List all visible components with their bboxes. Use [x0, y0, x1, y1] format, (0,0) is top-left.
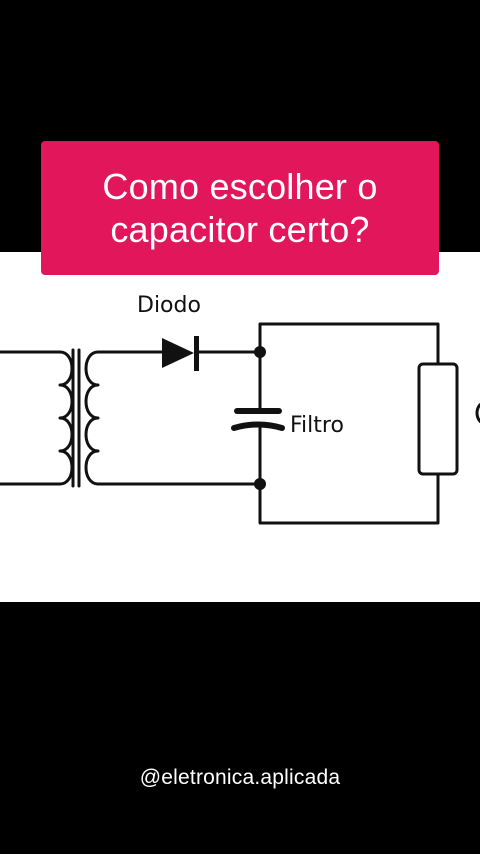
creator-handle: @eletronica.aplicada	[139, 766, 341, 789]
diode-bar	[194, 336, 199, 371]
primary-coil	[58, 350, 74, 486]
title-banner: Como escolher o capacitor certo?	[41, 141, 439, 275]
capacitor-plate-top	[234, 408, 282, 414]
diode-symbol	[162, 338, 194, 368]
load-resistor	[417, 362, 459, 476]
circuit-diagram: Diodo Filtro	[0, 252, 480, 602]
capacitor-plate-bottom	[231, 421, 285, 431]
secondary-coil	[84, 350, 100, 486]
video-title: Como escolher o capacitor certo?	[102, 166, 378, 250]
junction-dot-bottom	[254, 478, 266, 490]
junction-dot-top	[254, 346, 266, 358]
bottom-rail	[258, 472, 440, 525]
cropped-label-fragment	[475, 402, 480, 424]
diode-label: Diodo	[137, 293, 201, 318]
top-rail	[258, 322, 440, 366]
capacitor-label: Filtro	[290, 413, 344, 438]
